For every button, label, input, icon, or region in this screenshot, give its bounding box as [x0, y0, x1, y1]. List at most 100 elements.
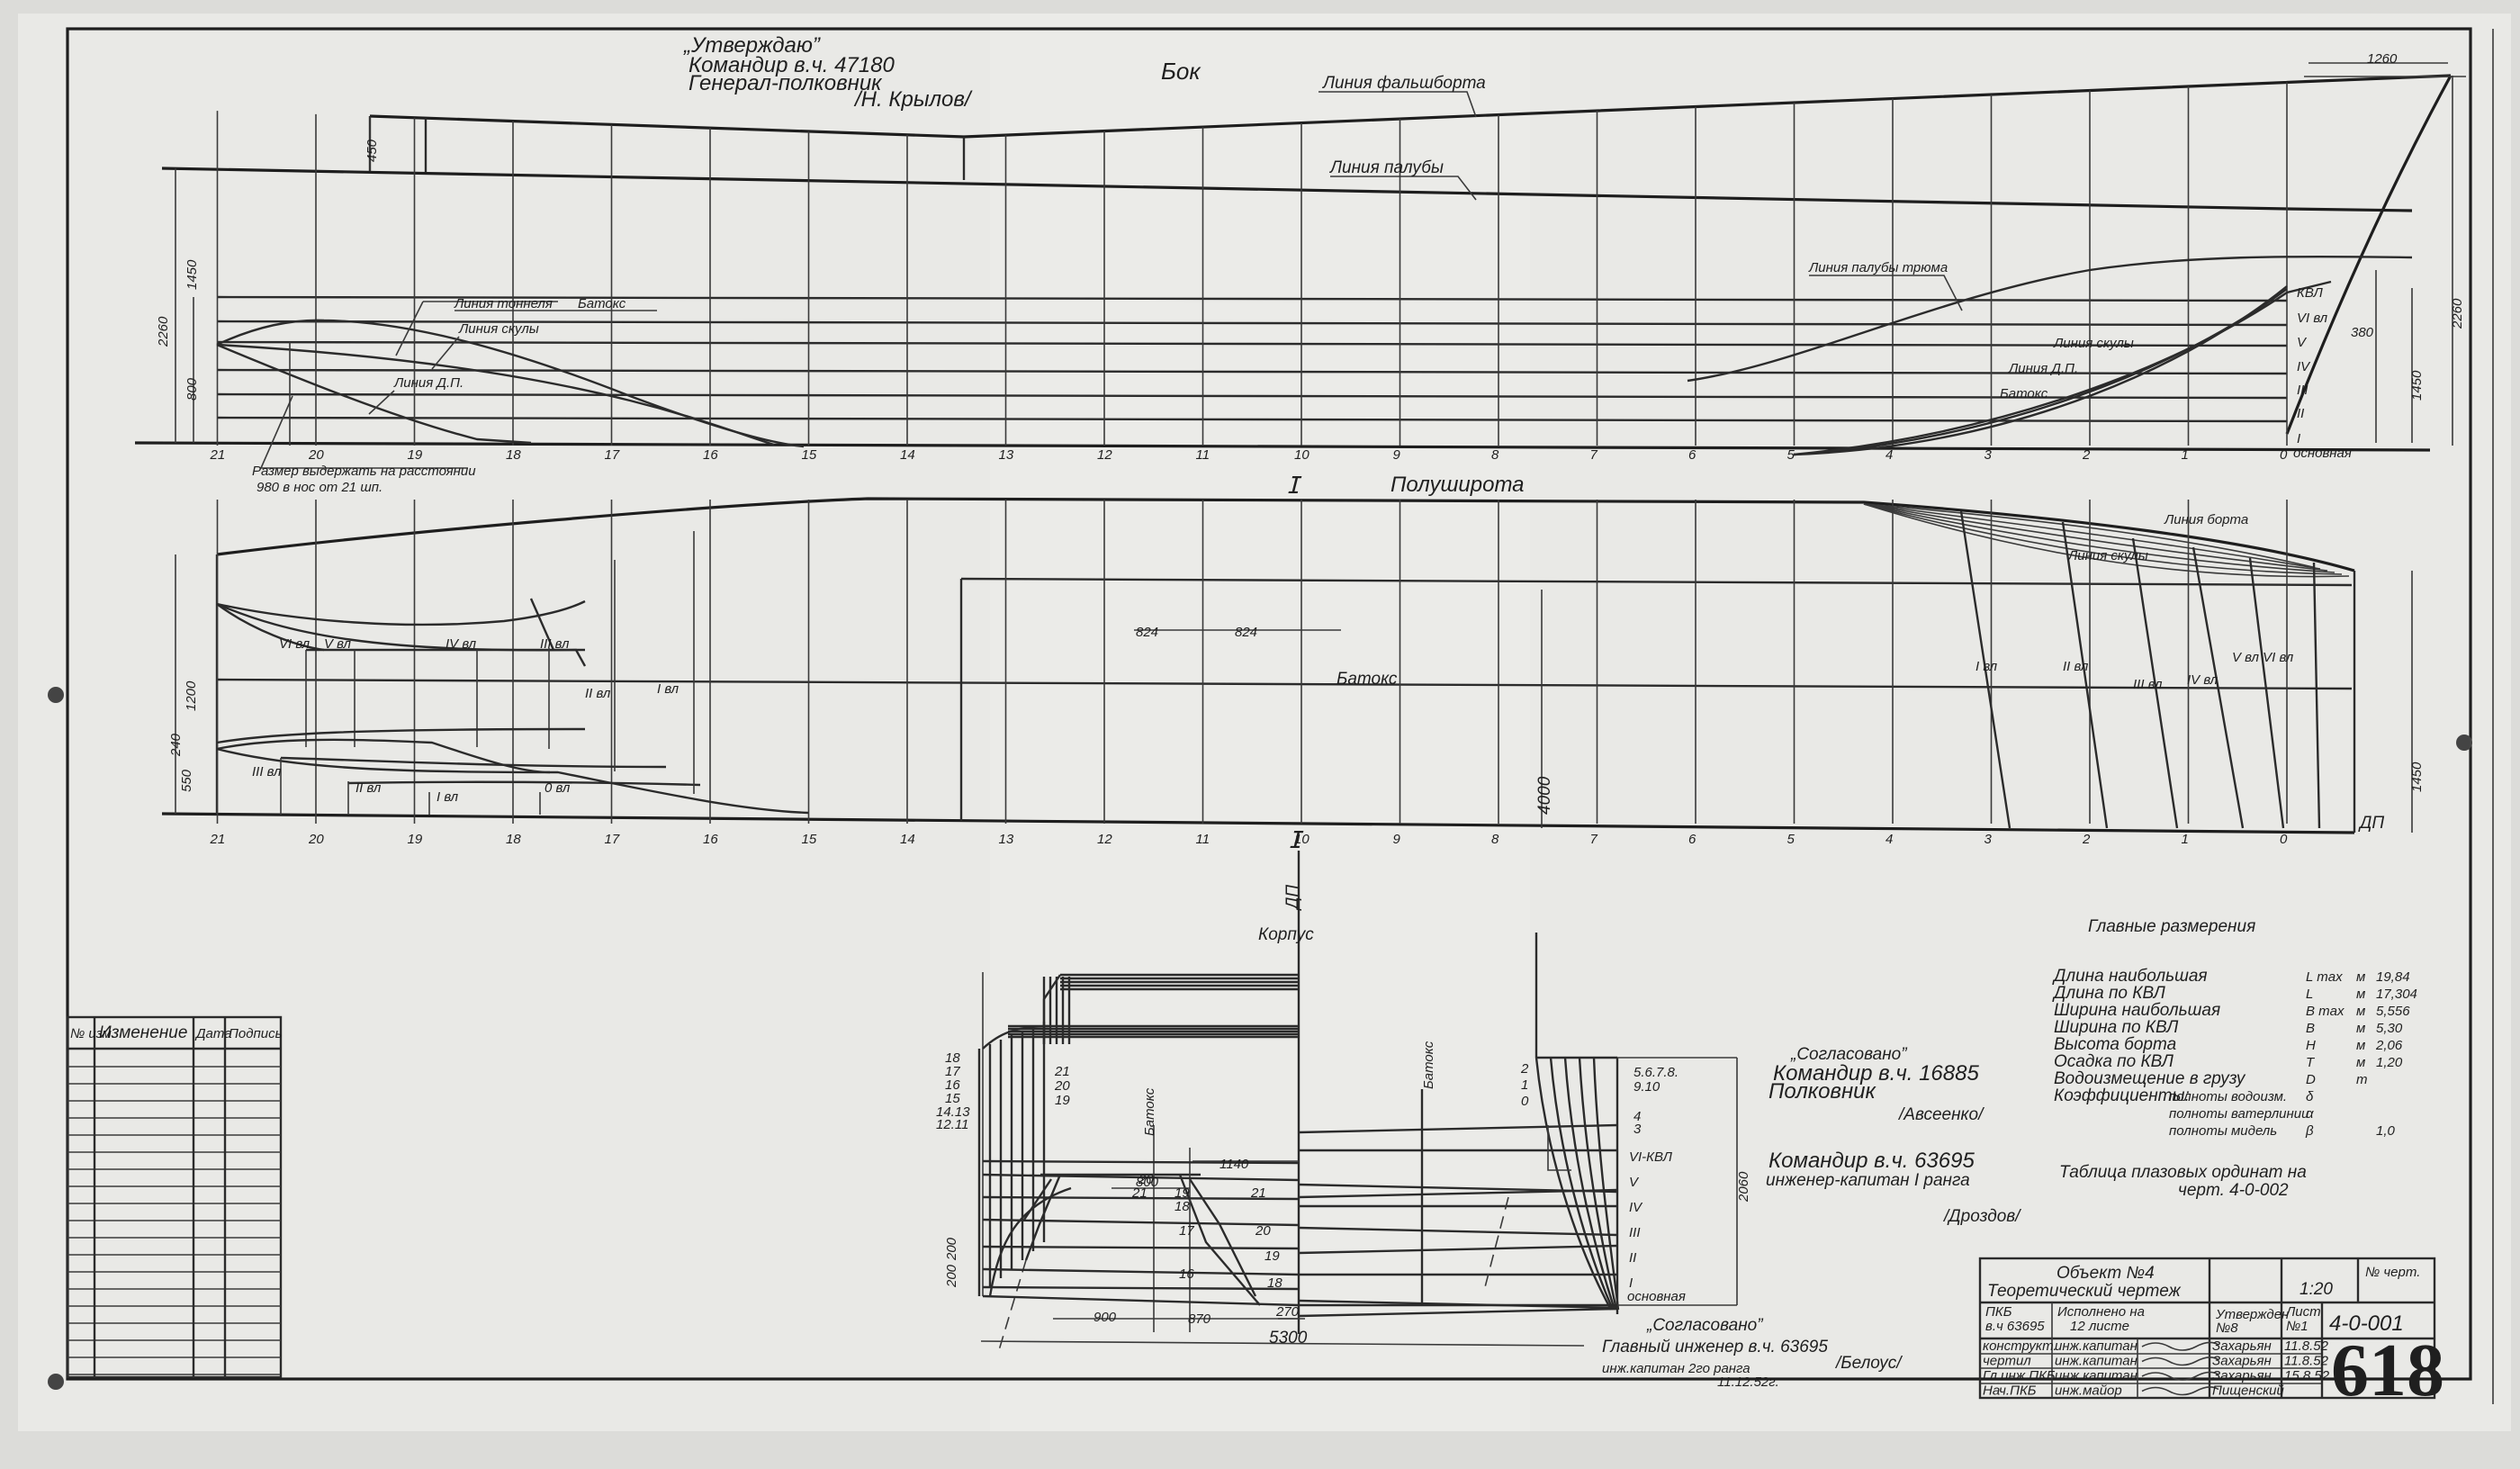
waterline [1298, 1123, 1618, 1134]
stamp-signature: /Авсеенко/ [1897, 1105, 1984, 1124]
dim-900: 900 [1094, 1310, 1117, 1325]
waterline-curve [1863, 503, 2328, 572]
station-number: 12 [1097, 832, 1112, 847]
tb-rank: инж.капитан [2055, 1354, 2138, 1369]
station-number: 21 [210, 447, 226, 463]
station-label: 21 [1131, 1185, 1148, 1201]
revision-header: Дата [194, 1026, 232, 1041]
approval-line: Командир в.ч. 47180 [688, 53, 895, 77]
waterline-label: IV [1629, 1200, 1643, 1215]
stamp-line: инженер-капитан I ранга [1766, 1171, 1970, 1190]
waterline [1298, 1188, 1618, 1199]
tb-role: конструкт. [1983, 1338, 2057, 1354]
approval-line: Генерал-полковник [688, 71, 883, 95]
approval-line: „Утверждаю” [683, 33, 821, 58]
sheet-label: Лист [2285, 1304, 2321, 1320]
body-plan-view [977, 851, 1738, 1351]
wl-diagonal [2248, 557, 2285, 829]
dim-450: 450 [364, 139, 380, 162]
dimension-value: 1,20 [2376, 1055, 2403, 1070]
waterline-label: III [2297, 383, 2308, 398]
waterline-label: I [2297, 431, 2300, 446]
fwd-section [1549, 1057, 1615, 1311]
body-plan-dp: ДП [1283, 885, 1302, 911]
station-number: 1 [2182, 832, 2189, 847]
dimension-label: Высота борта [2054, 1035, 2176, 1054]
dim-200: 200 [944, 1237, 959, 1261]
dimension-symbol: L max [2306, 969, 2343, 985]
station-number: 18 [506, 447, 521, 463]
sheets-note: 12 листе [2070, 1319, 2129, 1334]
waterline-label: II [1629, 1250, 1636, 1266]
dimension-label: Водоизмещение в грузу [2054, 1069, 2246, 1088]
buttock-label-fwd: Батокс [2000, 386, 2048, 401]
waterline-label: КВЛ [2297, 285, 2324, 301]
station-label: 16 [945, 1077, 960, 1093]
paper-shade [990, 14, 1530, 1431]
wl-diagonal [2061, 521, 2109, 829]
dim-2260-fwd: 2260 [2450, 298, 2465, 329]
chine-line [216, 343, 775, 446]
dim-2260: 2260 [156, 316, 171, 347]
plan-centerline-label: ДП [2358, 814, 2384, 833]
dimension-label: Осадка по КВЛ [2054, 1052, 2174, 1071]
body-plan-symbol: ⵊ [1289, 826, 1304, 853]
lower-curve [216, 738, 551, 774]
dim-550: 550 [179, 769, 194, 792]
station-label: 9.10 [1634, 1079, 1660, 1095]
waterline-label: V вл VI вл [2232, 650, 2294, 665]
waterline-label: III вл [540, 636, 570, 652]
leader-line [368, 390, 395, 415]
station-number: 19 [408, 832, 423, 847]
tb-date: 15.8.52 [2284, 1368, 2330, 1383]
dim-824: 824 [1136, 625, 1158, 640]
bulwark-line-label: Линия фальшборта [1321, 74, 1486, 93]
station-number: 20 [308, 832, 324, 847]
waterline-label: II вл [356, 780, 382, 796]
station-number: 20 [308, 447, 324, 463]
revision-header: Изменение [99, 1023, 187, 1042]
dim-1200: 1200 [184, 680, 199, 711]
station-label: 4 [1634, 1109, 1641, 1124]
waterline-label: I вл [657, 681, 680, 697]
profile-view [134, 62, 2466, 469]
sheet-label: №1 [2286, 1319, 2308, 1334]
dim-4000: 4000 [1535, 776, 1554, 815]
tunnel-edge [960, 577, 2353, 587]
station-number: 1 [2182, 447, 2189, 463]
waterline [216, 340, 2288, 347]
stamp-line: Командир в.ч. 16885 [1773, 1061, 1979, 1086]
dim-200: 200 [944, 1264, 959, 1288]
station-label: 21 [1054, 1064, 1070, 1079]
title-block [1978, 1257, 2436, 1400]
station-label: 20 [1138, 1172, 1154, 1187]
station-number: 10 [1294, 447, 1310, 463]
station-label: 18 [1174, 1199, 1190, 1214]
dimension-unit: т [2356, 1072, 2368, 1087]
station-label: 16 [1179, 1266, 1194, 1282]
station-number: 12 [1097, 447, 1112, 463]
station-number: 13 [999, 447, 1014, 463]
station-number: 5 [1787, 447, 1796, 463]
station-number: 2 [2082, 832, 2091, 847]
station-number: 14 [900, 832, 915, 847]
dimension-value: 17,304 [2376, 987, 2417, 1002]
station-number: 7 [1590, 447, 1598, 463]
tb-rank: инж.капитан [2055, 1368, 2138, 1383]
station-number: 16 [703, 447, 718, 463]
drawing-name: Теоретический чертеж [1987, 1282, 2182, 1301]
revision-header: № изм. [70, 1026, 115, 1041]
waterline-label: I вл [436, 789, 459, 805]
offsets-note: черт. 4-0-002 [2178, 1181, 2289, 1200]
fwd-section [1563, 1057, 1616, 1311]
dim-5300: 5300 [1269, 1329, 1308, 1347]
pin-hole [48, 687, 64, 703]
half-breadth-symbol: ⵊ [1287, 472, 1302, 499]
tunnel-curve [216, 599, 586, 626]
wl-diagonal [2312, 562, 2321, 829]
station-number: 7 [1590, 832, 1598, 847]
station-number: 21 [210, 832, 226, 847]
dimension-label: Длина по КВЛ [2052, 984, 2166, 1003]
waterline [982, 1195, 1300, 1201]
